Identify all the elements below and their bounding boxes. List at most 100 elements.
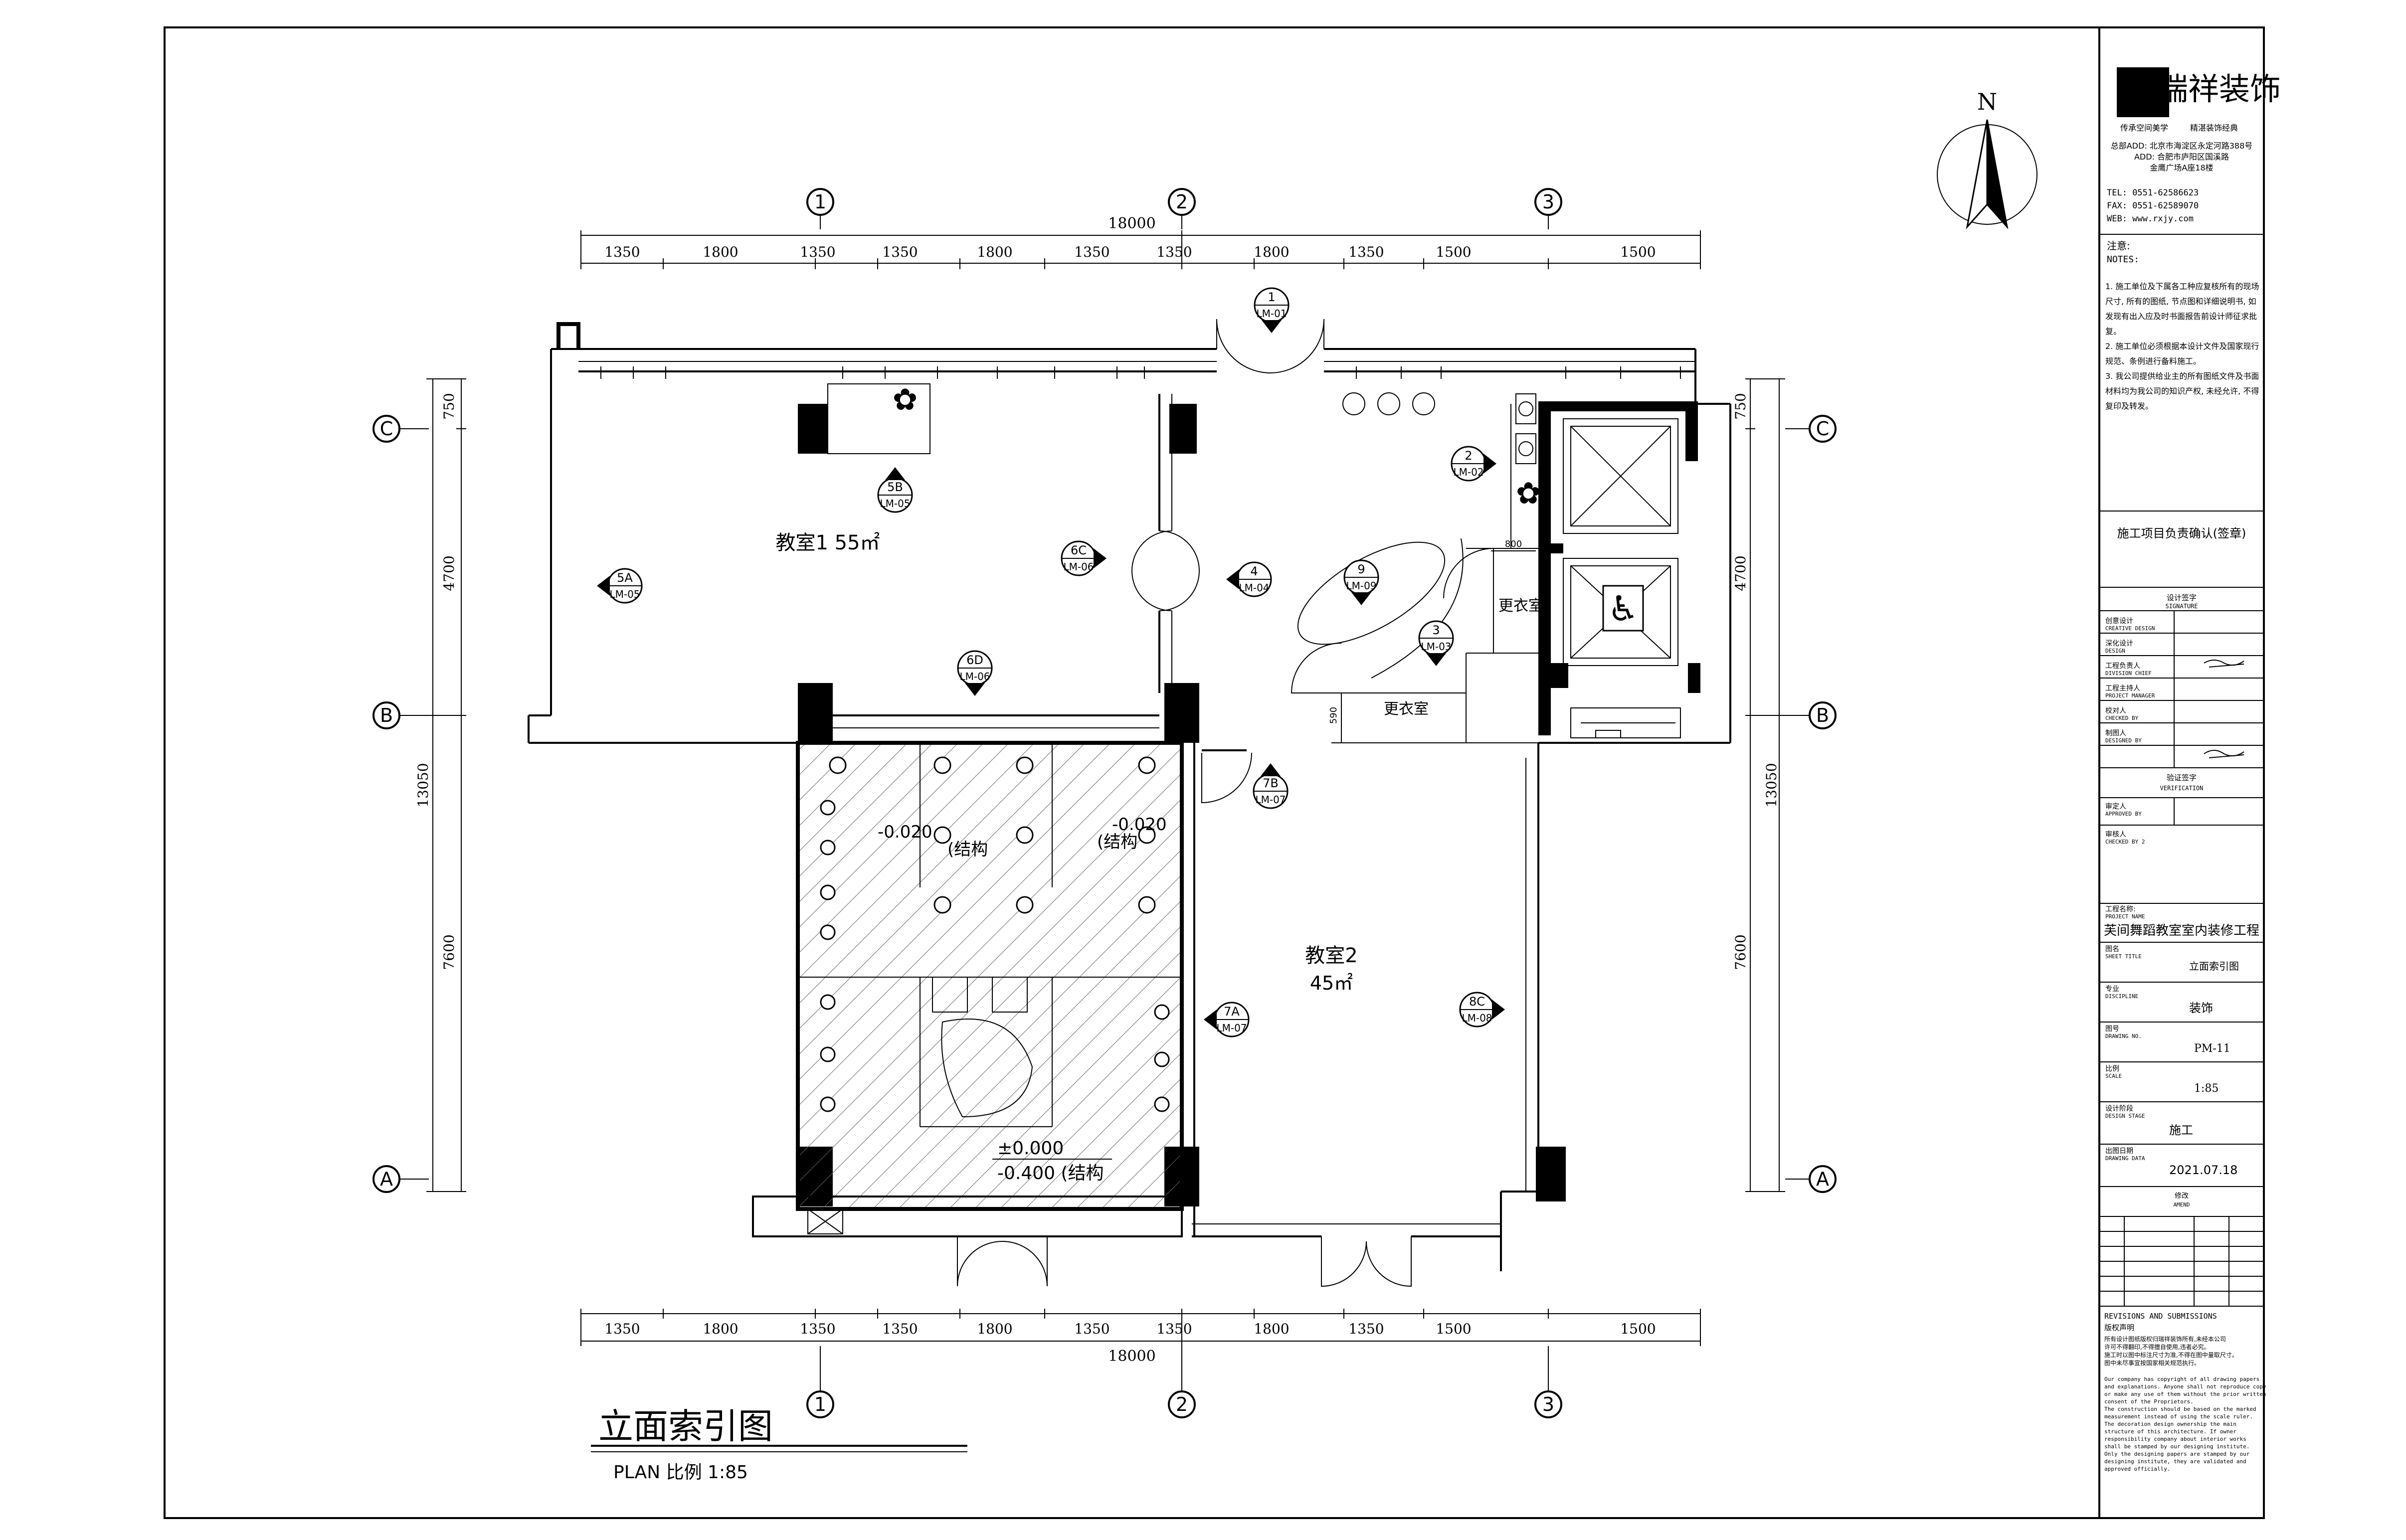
marker-num: 6C bbox=[1071, 543, 1087, 557]
marker-ref: LM-05 bbox=[609, 588, 640, 600]
elevation-marker-8C: 8C LM-08 bbox=[1459, 992, 1505, 1027]
verify-label-en: VERIFICATION bbox=[2160, 785, 2204, 792]
marker-ref: LM-05 bbox=[880, 498, 910, 510]
drawing-no: PM-11 bbox=[2194, 1042, 2230, 1055]
drawing-no-label-cn: 图号 bbox=[2105, 1025, 2119, 1033]
copyright-en: and explanations. Anyone shall not repro… bbox=[2104, 1383, 2266, 1390]
elevation-marker-9: 9 LM-09 bbox=[1343, 559, 1379, 605]
company-name: 瑞祥装饰 bbox=[2157, 71, 2281, 107]
copyright-en: Only the designing papers are stamped by… bbox=[2104, 1451, 2250, 1457]
copyright-en: responsibility company about interior wo… bbox=[2104, 1436, 2246, 1442]
grid-bubble bbox=[1168, 1390, 1196, 1418]
discipline-label-cn: 专业 bbox=[2105, 985, 2119, 993]
dim-vertical-overall-left: 13050 bbox=[415, 763, 431, 807]
level-lower-2: -0.400 (结构 bbox=[997, 1163, 1104, 1184]
date: 2021.07.18 bbox=[2169, 1163, 2237, 1177]
elevation-marker-5B: 5B LM-05 bbox=[877, 467, 913, 513]
dim-right-seg: 7600 bbox=[1732, 934, 1749, 970]
sign-row-cn: 工程主持人 bbox=[2105, 684, 2140, 692]
notes-title-cn: 注意: bbox=[2107, 240, 2130, 252]
level-annotations: -0.020 (结构 -0.020 (结构 ±0.000 -0.400 (结构 bbox=[878, 815, 1167, 1184]
dim-bottom-seg: 1800 bbox=[977, 1321, 1012, 1337]
drawing-no-label-en: DRAWING NO. bbox=[2105, 1033, 2142, 1039]
signature-scribble bbox=[2204, 660, 2244, 668]
dim-left-seg: 750 bbox=[441, 393, 457, 419]
structural-columns bbox=[798, 401, 1700, 1206]
dim-bottom-seg: 1350 bbox=[1348, 1321, 1384, 1337]
signature-scribble bbox=[2204, 750, 2244, 758]
approve-row-cn: 审定人 bbox=[2105, 803, 2126, 811]
dim-overall-bottom: 18000 bbox=[1108, 1348, 1155, 1365]
dim-overall-top: 18000 bbox=[1108, 215, 1155, 232]
marker-ref: LM-07 bbox=[1216, 1022, 1247, 1034]
drawing-title: 立面索引图 PLAN 比例 1:85 bbox=[591, 1406, 967, 1483]
company-fax: FAX: 0551-62589070 bbox=[2107, 201, 2199, 211]
left-dimensions: 750 4700 7600 13050 bbox=[415, 378, 466, 1192]
sign-row-en: DIVISION CHIEF bbox=[2105, 670, 2152, 677]
dim-top-seg: 1500 bbox=[1620, 244, 1656, 260]
dim-vertical-overall-right: 13050 bbox=[1763, 763, 1780, 807]
stage: 施工 bbox=[2169, 1123, 2193, 1137]
grid-label-3: 3 bbox=[1542, 191, 1554, 213]
grid-bubble bbox=[806, 188, 834, 216]
room-label-changing-2: 更衣室 bbox=[1384, 700, 1429, 718]
drawing-title-text: 立面索引图 bbox=[598, 1406, 773, 1447]
sign-row-cn: 制图人 bbox=[2105, 729, 2126, 737]
grid-label-1: 1 bbox=[814, 1393, 826, 1415]
small-dims: 800 590 bbox=[1328, 539, 1536, 724]
drawing-subtitle: PLAN 比例 1:85 bbox=[613, 1462, 748, 1483]
scale-label-cn: 比例 bbox=[2105, 1065, 2119, 1073]
elevator-core: ♿ bbox=[1563, 418, 1681, 738]
verify-label-cn: 验证签字 bbox=[2167, 773, 2197, 782]
amend-label-en: AMEND bbox=[2173, 1201, 2190, 1208]
grid-bubble bbox=[372, 415, 400, 443]
dim-bottom-seg: 1500 bbox=[1436, 1321, 1471, 1337]
room-label-classroom1: 教室1 55㎡ bbox=[775, 531, 880, 554]
note-2: 2. 施工单位必须根据本设计文件及国家现行规范、条例进行备料施工。 bbox=[2105, 342, 2259, 366]
plant-icon: ✿ bbox=[1516, 476, 1541, 511]
copyright-en: consent of the Proprietors. bbox=[2104, 1398, 2194, 1405]
stage-label-en: DESIGN STAGE bbox=[2105, 1113, 2145, 1119]
sign-row-cn: 创意设计 bbox=[2105, 617, 2133, 625]
dim-top-seg: 1350 bbox=[1074, 244, 1110, 260]
level-upper-2-note: (结构 bbox=[1097, 832, 1137, 852]
copyright-en: The decoration design ownership the main bbox=[2104, 1421, 2236, 1427]
signature-header-en: SIGNATURE bbox=[2165, 603, 2198, 610]
company-logo bbox=[2117, 67, 2169, 117]
grid-label-A: A bbox=[380, 1168, 393, 1190]
marker-num: 1 bbox=[1268, 290, 1275, 304]
dim-bottom-seg: 1500 bbox=[1620, 1321, 1656, 1337]
discipline: 装饰 bbox=[2189, 1001, 2213, 1015]
dim-top-seg: 1350 bbox=[882, 244, 918, 260]
level-lower-1: ±0.000 bbox=[997, 1138, 1064, 1159]
dim-top-seg: 1350 bbox=[1156, 244, 1192, 260]
dim-bottom-seg: 1800 bbox=[1254, 1321, 1289, 1337]
signature-header-cn: 设计签字 bbox=[2167, 593, 2197, 602]
grid-bubble bbox=[1809, 701, 1837, 729]
grid-label-1: 1 bbox=[814, 191, 826, 213]
right-dimensions: 750 4700 7600 13050 bbox=[1732, 378, 1785, 1192]
company-address-1: 总部ADD: 北京市海淀区永定河路388号 bbox=[2111, 141, 2253, 151]
marker-ref: LM-01 bbox=[1256, 308, 1287, 320]
dim-top-seg: 1800 bbox=[1254, 244, 1289, 260]
marker-num: 4 bbox=[1250, 564, 1258, 578]
marker-num: 7A bbox=[1224, 1005, 1240, 1019]
plants: ✿ ✿ bbox=[827, 382, 1541, 511]
marker-ref: LM-09 bbox=[1346, 580, 1376, 592]
marker-num: 5B bbox=[887, 480, 903, 494]
room-label-changing-1: 更衣室 bbox=[1498, 597, 1543, 615]
grid-bubble bbox=[1809, 415, 1837, 443]
dim-bottom-seg: 1350 bbox=[604, 1321, 640, 1337]
notes-body: 1. 施工单位及下属各工种应复核所有的现场尺寸, 所有的图纸, 节点图和详细说明… bbox=[2105, 282, 2259, 411]
sign-row-cn: 工程负责人 bbox=[2105, 662, 2140, 670]
marker-ref: LM-06 bbox=[959, 671, 990, 683]
marker-ref: LM-02 bbox=[1453, 466, 1483, 478]
plant-icon: ✿ bbox=[893, 382, 918, 417]
grid-bubble bbox=[1534, 188, 1562, 216]
room-label-classroom2: 教室2 bbox=[1305, 944, 1357, 967]
north-arrow: N bbox=[1937, 88, 2037, 230]
company-slogan-right: 精湛装饰经典 bbox=[2190, 123, 2238, 133]
grid-label-2: 2 bbox=[1176, 1393, 1188, 1415]
sign-row-en: DESIGN bbox=[2105, 648, 2125, 654]
copyright-cn: 图中未尽事宜按国家相关规范执行。 bbox=[2104, 1359, 2200, 1367]
